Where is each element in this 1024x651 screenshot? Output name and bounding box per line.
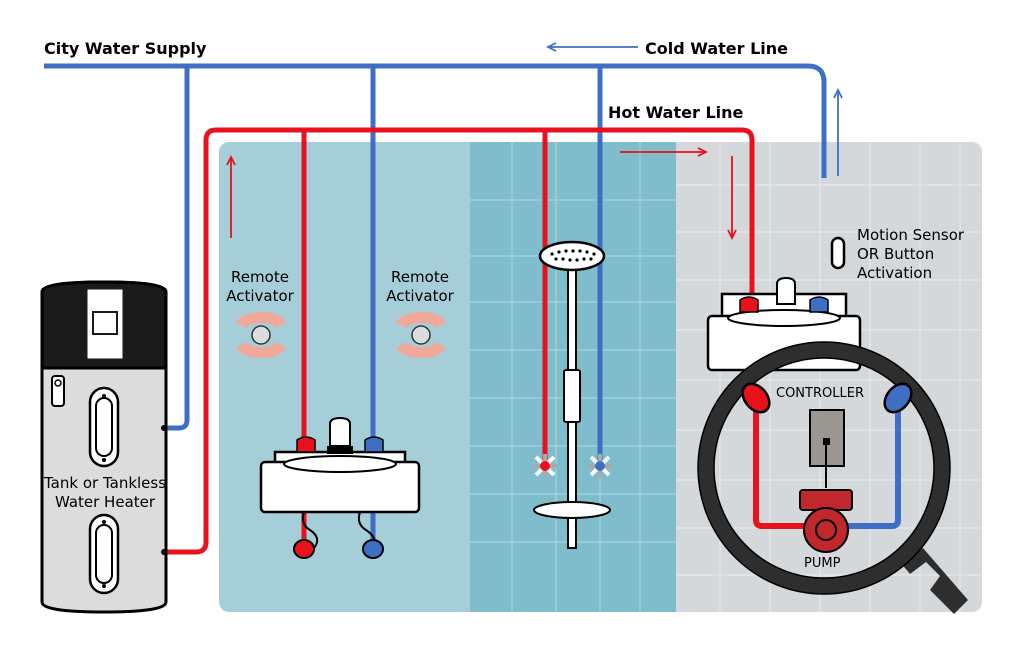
water-heater — [40, 280, 168, 614]
sink-icon — [259, 416, 421, 559]
cold-valve-icon — [588, 454, 612, 478]
room-bathroom — [219, 142, 479, 612]
pump-label: PUMP — [804, 556, 841, 571]
remote-activator-label-2: Remote Activator — [386, 268, 454, 305]
cold-water-line-label: Cold Water Line — [645, 39, 788, 58]
hot-valve-knob — [741, 382, 771, 414]
pump-circuit — [741, 382, 913, 553]
city-water-supply-label: City Water Supply — [44, 39, 207, 58]
kitchen-tiles — [676, 142, 982, 612]
magnifier-ring — [697, 341, 968, 614]
remote-activator-label-1: Remote Activator — [226, 268, 294, 305]
hot-water-line-label: Hot Water Line — [608, 103, 744, 122]
motion-sensor-label: Motion Sensor OR Button Activation — [857, 226, 965, 282]
remote-activator-icon — [396, 311, 446, 359]
hot-valve-icon — [533, 454, 557, 478]
motion-sensor-icon — [830, 236, 846, 270]
flow-arrows — [226, 42, 843, 241]
shower-head-icon — [533, 240, 612, 549]
remote-activator-icon — [236, 311, 286, 359]
cold-valve-knob — [883, 382, 913, 414]
controller-label: CONTROLLER — [776, 386, 864, 401]
pump-icon — [799, 489, 853, 553]
water-heater-label: Tank or Tankless Water Heater — [44, 474, 167, 511]
